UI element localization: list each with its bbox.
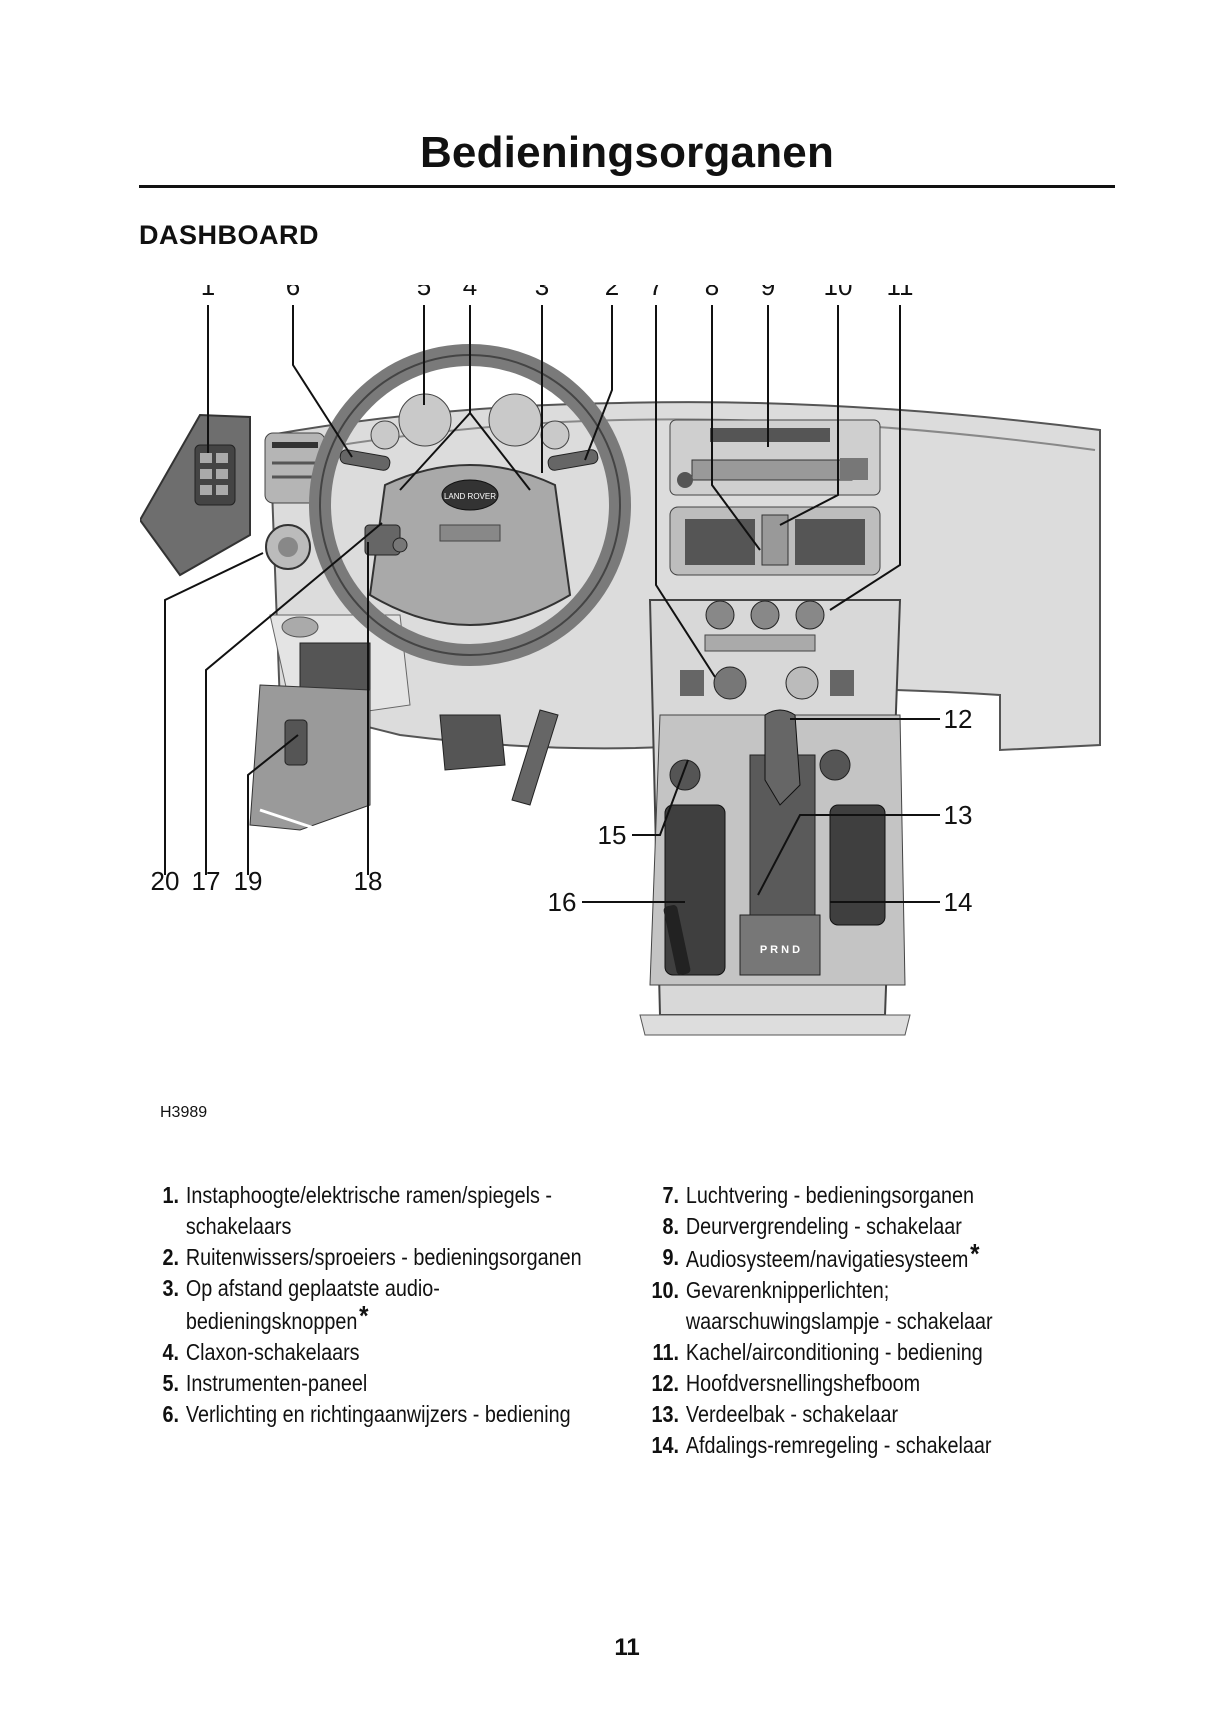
legend-number: 11. [652, 1339, 679, 1365]
legend-number: 2. [162, 1244, 179, 1270]
legend-item: 7.Luchtvering - bedieningsorganen [648, 1180, 1061, 1211]
legend-number: 14. [651, 1432, 679, 1458]
callout-17: 17 [192, 866, 221, 896]
callout-1: 1 [201, 285, 215, 301]
gear-letters: P R N D [760, 944, 800, 956]
terrain-response-dial [713, 666, 747, 700]
callout-4: 4 [463, 285, 477, 301]
legend-item: 2.Ruitenwissers/sproeiers - bedieningsor… [148, 1242, 595, 1273]
legend-text: Deurvergrendeling - schakelaar [685, 1213, 962, 1239]
legend-item: 12.Hoofdversnellingshefboom [648, 1368, 1061, 1399]
legend-item: 4.Claxon-schakelaars [148, 1337, 595, 1368]
legend-number: 7. [662, 1182, 679, 1208]
legend-text: Claxon-schakelaars [185, 1339, 360, 1365]
callout-3: 3 [535, 285, 549, 301]
gear-selector-plate [739, 914, 821, 976]
legend-number: 12. [651, 1370, 679, 1396]
left-console-knob [669, 759, 701, 791]
legend-number: 5. [162, 1370, 179, 1396]
callout-16: 16 [548, 887, 577, 917]
legend-item: 10.Gevarenknipperlichten; waarschuwingsl… [648, 1275, 1061, 1337]
legend-text: Kachel/airconditioning - bediening [685, 1339, 983, 1365]
callout-20: 20 [151, 866, 180, 896]
legend-text: Hoofdversnellingshefboom [685, 1370, 921, 1396]
legend-text: Verlichting en richtingaanwijzers - bedi… [185, 1401, 571, 1427]
legend-item: 11.Kachel/airconditioning - bediening [648, 1337, 1061, 1368]
legend-item: 8.Deurvergrendeling - schakelaar [648, 1211, 1061, 1242]
legend-number: 1. [162, 1182, 179, 1208]
legend-number: 3. [162, 1275, 179, 1301]
legend-text: Audiosysteem/navigatiesysteem [685, 1246, 969, 1272]
optional-marker: * [970, 1238, 980, 1269]
page-title: Bedieningsorganen [419, 128, 835, 177]
gear-lever [764, 709, 801, 806]
legend-item: 1.Instaphoogte/elektrische ramen/spiegel… [148, 1180, 595, 1242]
legend-item: 14.Afdalings-remregeling - schakelaar [648, 1430, 1061, 1461]
callout-11: 11 [887, 285, 914, 301]
optional-marker: * [359, 1300, 369, 1331]
legend-item: 3.Op afstand geplaatste audio-bedienings… [148, 1273, 595, 1337]
legend-number: 9. [662, 1244, 679, 1270]
legend-list-right: 7.Luchtvering - bedieningsorganen 8.Deur… [648, 1180, 1061, 1461]
callout-18: 18 [354, 866, 383, 896]
legend-number: 6. [162, 1401, 179, 1427]
brake-pedal [439, 714, 506, 771]
callout-15: 15 [598, 820, 627, 850]
figure-code: H3989 [160, 1104, 208, 1121]
section-heading: DASHBOARD [139, 220, 319, 250]
callout-7: 7 [649, 285, 663, 301]
legend-item: 5.Instrumenten-paneel [148, 1368, 595, 1399]
climate-knob-middle [750, 600, 780, 630]
footwell-panel [249, 684, 371, 831]
legend-list-left: 1.Instaphoogte/elektrische ramen/spiegel… [148, 1180, 595, 1430]
bonnet-release [284, 719, 308, 766]
wiper-stalk [547, 449, 599, 471]
legend-text: Afdalings-remregeling - schakelaar [685, 1432, 992, 1458]
parking-brake [663, 905, 691, 975]
callout-10: 10 [824, 285, 853, 301]
legend-number: 13. [651, 1401, 679, 1427]
callout-19: 19 [234, 866, 263, 896]
legend-text: Instaphoogte/elektrische ramen/spiegels … [185, 1182, 552, 1239]
right-console-knob [819, 749, 851, 781]
callout-14: 14 [944, 887, 973, 917]
climate-knob-left [705, 600, 735, 630]
legend-number: 10. [651, 1277, 679, 1303]
page-number: 11 [614, 1634, 640, 1661]
legend-item: 6.Verlichting en richtingaanwijzers - be… [148, 1399, 595, 1430]
climate-knob-right [795, 600, 825, 630]
legend-text: Gevarenknipperlichten; waarschuwingslamp… [685, 1277, 993, 1334]
legend-text: Op afstand geplaatste audio-bedieningskn… [185, 1275, 440, 1334]
tachometer [488, 393, 542, 447]
legend-item: 9.Audiosysteem/navigatiesysteem* [648, 1238, 1061, 1275]
legend-text: Instrumenten-paneel [185, 1370, 368, 1396]
legend-text: Verdeelbak - schakelaar [685, 1401, 899, 1427]
dashboard-illustration: LAND ROVER P R N D [140, 285, 1105, 1125]
legend-text: Luchtvering - bedieningsorganen [685, 1182, 974, 1208]
land-rover-logo [441, 479, 499, 511]
legend-text: Ruitenwissers/sproeiers - bedieningsorga… [185, 1244, 582, 1270]
legend-number: 4. [162, 1339, 179, 1365]
callout-2: 2 [605, 285, 619, 301]
callout-leader-lines [164, 305, 940, 903]
callout-6: 6 [286, 285, 300, 301]
accelerator-pedal [511, 709, 559, 806]
callout-13: 13 [944, 800, 973, 830]
callout-5: 5 [417, 285, 431, 301]
legend-number: 8. [662, 1213, 679, 1239]
title-divider [139, 185, 1115, 188]
logo-text: LAND ROVER [444, 492, 496, 501]
light-stalk [339, 449, 391, 471]
legend-item: 13.Verdeelbak - schakelaar [648, 1399, 1061, 1430]
callout-8: 8 [705, 285, 719, 301]
right-storage [829, 804, 886, 926]
callout-12: 12 [944, 704, 973, 734]
wheel-hub [368, 464, 572, 626]
callout-9: 9 [761, 285, 775, 301]
